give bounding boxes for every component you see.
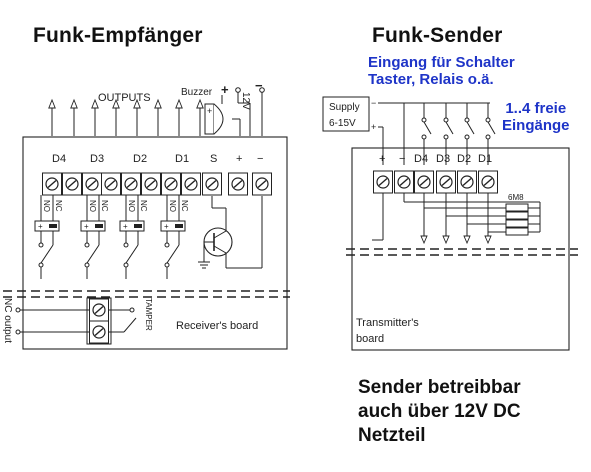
contact-no-label-d2: NO xyxy=(127,200,136,212)
resistor-4 xyxy=(505,227,529,236)
voltage-label: 12V xyxy=(240,92,251,110)
contact-nc-label-d3: NC xyxy=(100,200,109,212)
supply-wiring xyxy=(378,102,490,165)
buzzer-plus: + xyxy=(221,82,229,97)
tamper-terminals xyxy=(15,297,137,345)
supply-minus-sign: − xyxy=(255,78,263,93)
input-description-line2: Taster, Relais o.ä. xyxy=(368,71,494,88)
outputs-label: OUTPUTS xyxy=(98,92,151,104)
supply-minus-mark: − xyxy=(371,98,376,108)
power-note-line1: Sender betreibbar xyxy=(358,377,521,398)
contact-no-label-d4: NO xyxy=(42,200,51,212)
contact-nc-label-d1: NC xyxy=(180,200,189,212)
receiver-terminal-strip xyxy=(41,172,273,196)
power-note: Sender betreibbar auch über 12V DC Netzt… xyxy=(358,376,521,448)
input-description-line1: Eingang für Schalter xyxy=(368,54,515,71)
receiver-terminal-plus: + xyxy=(236,153,242,165)
receiver-terminal-d4: D4 xyxy=(52,153,66,165)
sender-title: Funk-Sender xyxy=(372,24,503,47)
transmitter-board-label-line1: Transmitter's xyxy=(356,317,419,329)
resistor-3 xyxy=(505,219,529,228)
supply-box xyxy=(322,96,370,132)
sender-terminal-d3: D3 xyxy=(436,153,450,165)
nc-output-label: NC output xyxy=(2,298,13,343)
contact-nc-label-d2: NC xyxy=(139,200,148,212)
svg-text:+: + xyxy=(207,106,212,116)
free-inputs-note: 1..4 freie Eingänge xyxy=(502,100,570,134)
resistor-value-label: 6M8 xyxy=(508,193,524,202)
contact-nc-label-d4: NC xyxy=(54,200,63,212)
supply-label-line2: 6-15V xyxy=(329,118,356,129)
input-description: Eingang für Schalter Taster, Relais o.ä. xyxy=(368,54,515,88)
tamper-label: TAMPER xyxy=(144,298,153,331)
buzzer: + xyxy=(204,95,241,136)
sender-terminal-minus: − xyxy=(399,153,405,165)
receiver-board-label: Receiver's board xyxy=(176,320,258,332)
transistor-symbol xyxy=(198,196,263,269)
sender-terminal-d1: D1 xyxy=(478,153,492,165)
sender-terminal-plus: + xyxy=(379,153,385,165)
sender-terminal-strip xyxy=(372,170,499,194)
receiver-terminal-minus: − xyxy=(257,153,263,165)
sender-terminal-d4: D4 xyxy=(414,153,428,165)
output-arrows xyxy=(48,99,204,137)
sender-terminal-d2: D2 xyxy=(457,153,471,165)
receiver-terminal-d2: D2 xyxy=(133,153,147,165)
receiver-terminal-d3: D3 xyxy=(90,153,104,165)
receiver-board-outline xyxy=(22,136,288,350)
supply-plus-node xyxy=(235,87,241,93)
sender-down-arrows xyxy=(420,235,492,244)
power-note-line2: auch über 12V DC xyxy=(358,401,521,422)
receiver-terminal-d1: D1 xyxy=(175,153,189,165)
resistor-2 xyxy=(505,211,529,220)
supply-label-line1: Supply xyxy=(329,102,360,113)
free-inputs-line1: 1..4 freie xyxy=(505,100,567,117)
receiver-terminal-s: S xyxy=(210,153,217,165)
free-inputs-line2: Eingänge xyxy=(502,117,570,134)
supply-plus-mark: + xyxy=(371,122,376,132)
contact-no-label-d3: NO xyxy=(88,200,97,212)
transmitter-board-label-line2: board xyxy=(356,333,384,345)
contact-no-label-d1: NO xyxy=(168,200,177,212)
resistor-1 xyxy=(505,203,529,212)
power-note-line3: Netzteil xyxy=(358,425,426,446)
receiver-title: Funk-Empfänger xyxy=(33,24,203,47)
buzzer-label: Buzzer xyxy=(181,87,213,98)
input-switches xyxy=(421,117,496,165)
